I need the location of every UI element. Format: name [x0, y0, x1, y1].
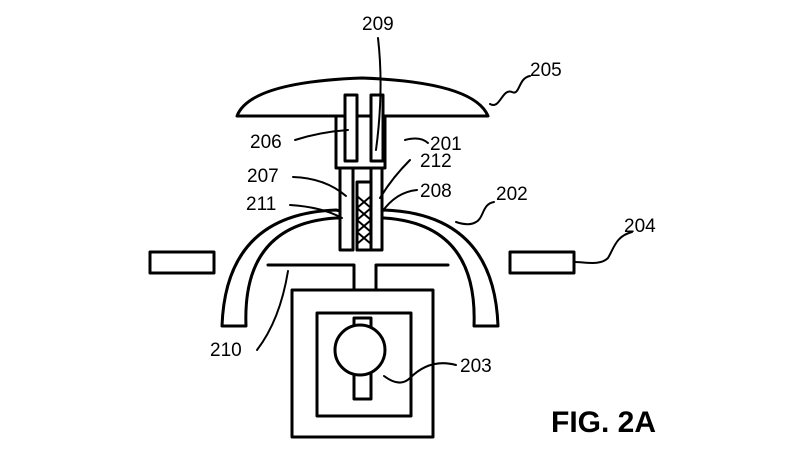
- label-205: 205: [530, 60, 562, 81]
- label-204: 204: [624, 216, 656, 237]
- label-212: 212: [420, 151, 452, 172]
- housing-right-half: [374, 208, 500, 328]
- housing-bar-right: [374, 263, 450, 292]
- right-rod-top: [369, 93, 385, 163]
- left-rod-top: [343, 93, 359, 163]
- label-210: 210: [210, 340, 242, 361]
- housing-bar-left: [266, 263, 356, 292]
- left-rod-lower: [338, 166, 355, 252]
- label-202: 202: [496, 184, 528, 205]
- spring-zigzag-cross: [355, 195, 373, 245]
- label-201: 201: [430, 134, 462, 155]
- motor-ball: [333, 323, 387, 377]
- leader-209: [375, 37, 382, 151]
- leader-206: [294, 129, 349, 141]
- label-203: 203: [460, 356, 492, 377]
- leader-205: [489, 75, 531, 106]
- leader-208: [381, 189, 418, 213]
- housing-left-half: [220, 208, 347, 328]
- leader-203: [383, 362, 457, 384]
- leader-212: [379, 159, 411, 199]
- leader-207: [292, 176, 347, 197]
- dome-cap: [235, 76, 490, 118]
- label-209: 209: [362, 14, 394, 35]
- leader-204: [573, 231, 633, 264]
- right-sensor-block: [508, 250, 576, 275]
- leader-211: [289, 204, 343, 219]
- label-206: 206: [250, 132, 282, 153]
- left-sensor-block: [148, 250, 216, 275]
- figure-caption: FIG. 2A: [551, 406, 656, 439]
- leader-210: [256, 270, 289, 351]
- leader-202: [455, 201, 495, 226]
- right-rod-lower: [369, 166, 384, 252]
- inner-base-box: [315, 311, 413, 418]
- center-spring-column: [355, 180, 373, 252]
- label-207: 207: [247, 166, 279, 187]
- label-211: 211: [246, 194, 276, 215]
- leader-201: [404, 137, 429, 144]
- spring-zigzag: [355, 195, 373, 245]
- label-208: 208: [420, 181, 452, 202]
